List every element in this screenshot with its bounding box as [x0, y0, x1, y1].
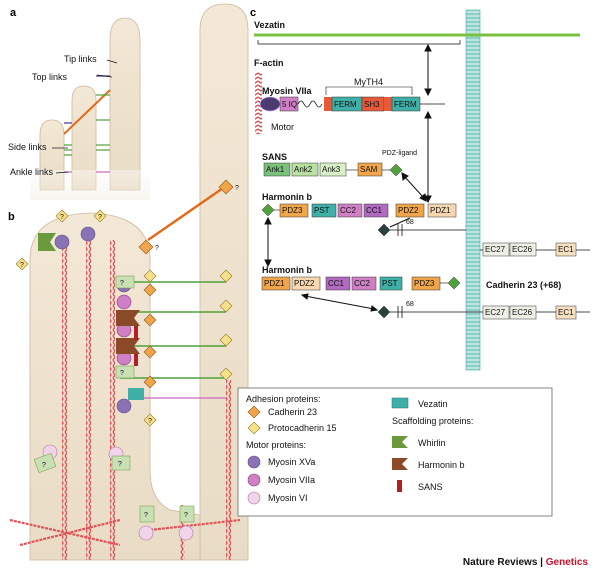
svg-text:EC1: EC1	[558, 245, 574, 254]
sans-swatch-icon	[397, 480, 402, 492]
svg-text:CC1: CC1	[366, 206, 383, 215]
myosin-viia-motors	[116, 294, 132, 366]
whirlin-swatch-icon	[392, 436, 408, 448]
cadherin23-swatch-icon	[247, 405, 261, 419]
svg-text:?: ?	[118, 461, 122, 468]
side-links-label: Side links	[8, 142, 47, 152]
legend: Adhesion proteins: Cadherin 23 Protocadh…	[237, 387, 553, 517]
ankle-links-label: Ankle links	[10, 167, 54, 177]
myosin-vi-swatch-icon	[247, 491, 261, 505]
question-marks: ? ? ? ? ? ? ? ? ? ? ? ?	[20, 185, 239, 519]
cell-membrane	[465, 9, 481, 371]
svg-text:68: 68	[406, 301, 414, 308]
svg-text:EC26: EC26	[512, 245, 533, 254]
cadherin23-diamonds	[138, 179, 234, 389]
legend-sans: SANS	[418, 482, 443, 492]
side-links	[64, 94, 110, 156]
legend-harmonin: Harmonin b	[418, 460, 465, 470]
svg-text:FERM: FERM	[394, 100, 417, 109]
factin-title: F-actin	[254, 58, 284, 68]
panel-b: b	[8, 3, 249, 561]
svg-text:?: ?	[98, 214, 102, 221]
actin-rootlets	[9, 518, 241, 547]
vezatin-title: Vezatin	[254, 20, 285, 30]
protocadherin15-diamonds	[15, 209, 233, 427]
panel-a: a Tip links Top links Side links	[8, 7, 150, 200]
panel-b-label: b	[8, 211, 15, 223]
sans-title: SANS	[262, 152, 287, 162]
interaction-arrows	[264, 43, 432, 312]
harmonin2-title: Harmonin b	[262, 265, 313, 275]
svg-text:PDZ3: PDZ3	[282, 206, 303, 215]
myosin-viia-title: Myosin VIIa	[262, 86, 313, 96]
svg-text:FERM: FERM	[334, 100, 357, 109]
svg-text:PST: PST	[382, 279, 398, 288]
svg-text:Ank1: Ank1	[266, 165, 285, 174]
svg-text:PDZ1: PDZ1	[264, 279, 285, 288]
svg-text:?: ?	[42, 462, 46, 469]
svg-text:EC27: EC27	[485, 308, 506, 317]
svg-text:PDZ2: PDZ2	[398, 206, 419, 215]
stereocilium-mid	[71, 85, 97, 191]
panel-c: c Vezatin F-actin Myosin VIIa Motor 5 IQ…	[250, 7, 590, 371]
svg-text:CC2: CC2	[340, 206, 357, 215]
svg-text:?: ?	[184, 512, 188, 519]
tip-links-label: Tip links	[64, 54, 97, 64]
legend-protocadherin15: Protocadherin 15	[268, 423, 337, 433]
legend-motor-title: Motor proteins:	[246, 440, 306, 450]
legend-myosin-vi: Myosin VI	[268, 493, 308, 503]
stereocilium-tall	[109, 17, 141, 191]
legend-adhesion-title: Adhesion proteins:	[246, 394, 321, 404]
svg-text:SH3: SH3	[364, 100, 380, 109]
svg-text:5 IQ: 5 IQ	[282, 100, 297, 109]
legend-whirlin: Whirlin	[418, 438, 446, 448]
svg-text:CC2: CC2	[354, 279, 371, 288]
svg-text:PDZ3: PDZ3	[414, 279, 435, 288]
mytha4-label: MyTH4	[354, 77, 383, 87]
scaffold-blocks	[33, 233, 195, 523]
tip-link	[63, 89, 111, 135]
top-links-label: Top links	[32, 72, 68, 82]
svg-text:PDZ1: PDZ1	[430, 206, 451, 215]
journal-credit: Nature Reviews | Genetics	[462, 557, 588, 568]
svg-text:?: ?	[155, 245, 159, 252]
pdz-ligand-label: PDZ-ligand	[382, 150, 417, 157]
svg-text:PDZ2: PDZ2	[294, 279, 315, 288]
svg-text:68: 68	[406, 219, 414, 226]
svg-text:?: ?	[148, 418, 152, 425]
harmonin1-title: Harmonin b	[262, 192, 313, 202]
tip-link-b	[147, 184, 227, 242]
svg-text:Ank3: Ank3	[322, 165, 341, 174]
myosin-xva-swatch-icon	[247, 455, 261, 469]
panel-a-label: a	[10, 7, 17, 19]
svg-text:?: ?	[20, 262, 24, 269]
protocadherin15-swatch-icon	[247, 421, 261, 435]
legend-scaffold-title: Scaffolding proteins:	[392, 416, 473, 426]
legend-cadherin23: Cadherin 23	[268, 407, 317, 417]
motor-label: Motor	[271, 122, 294, 132]
svg-text:?: ?	[235, 185, 239, 192]
svg-text:?: ?	[60, 214, 64, 221]
myosin-viia-swatch-icon	[247, 473, 261, 487]
svg-text:PST: PST	[314, 206, 330, 215]
panel-c-label: c	[250, 7, 256, 19]
svg-text:?: ?	[120, 370, 124, 377]
svg-text:CC1: CC1	[328, 279, 345, 288]
vezatin-swatch-icon	[391, 397, 409, 409]
svg-text:EC26: EC26	[512, 308, 533, 317]
svg-text:EC27: EC27	[485, 245, 506, 254]
legend-myosin-xva: Myosin XVa	[268, 457, 315, 467]
factin-filament	[255, 72, 262, 134]
svg-text:SAM: SAM	[360, 165, 378, 174]
myosin-motor-head	[259, 96, 281, 112]
harmonin-swatch-icon	[392, 458, 408, 470]
svg-text:Ank2: Ank2	[294, 165, 313, 174]
svg-text:?: ?	[120, 280, 124, 287]
svg-text:?: ?	[144, 512, 148, 519]
cadherin-title: Cadherin 23 (+68)	[486, 280, 561, 290]
legend-myosin-viia: Myosin VIIa	[268, 475, 315, 485]
legend-vezatin: Vezatin	[418, 399, 448, 409]
svg-text:EC1: EC1	[558, 308, 574, 317]
